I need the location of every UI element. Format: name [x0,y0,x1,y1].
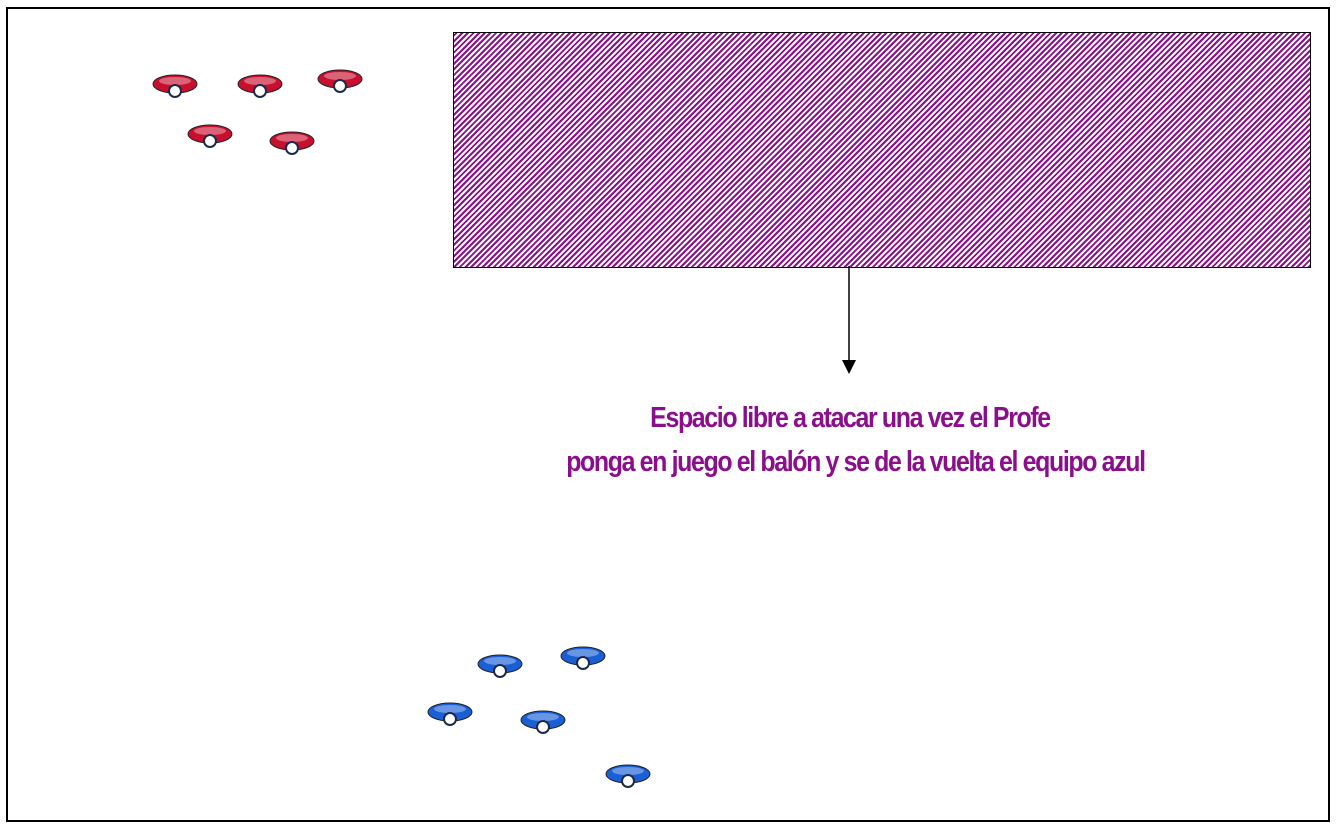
red-player [302,55,378,115]
player-icon [427,702,473,726]
red-player [222,60,298,120]
player-icon [152,74,198,98]
blue-player [462,640,538,700]
arrow-down-icon [842,266,856,374]
free-space-zone [453,32,1311,268]
player-icon [560,646,606,670]
blue-player [412,688,488,748]
red-player [254,117,330,177]
player-icon [237,74,283,98]
player-icon [520,710,566,734]
red-player [172,110,248,170]
player-icon [605,764,651,788]
caption: Espacio libre a atacar una vez el Profe … [566,396,1146,484]
player-icon [477,654,523,678]
caption-line-1: Espacio libre a atacar una vez el Profe [650,402,1051,434]
blue-player [505,696,581,756]
player-icon [317,69,363,93]
player-icon [269,131,315,155]
red-player [137,60,213,120]
player-icon [187,124,233,148]
blue-player [590,750,666,810]
blue-player [545,632,621,692]
caption-line-2: ponga en juego el balón y se de la vuelt… [566,446,1146,478]
